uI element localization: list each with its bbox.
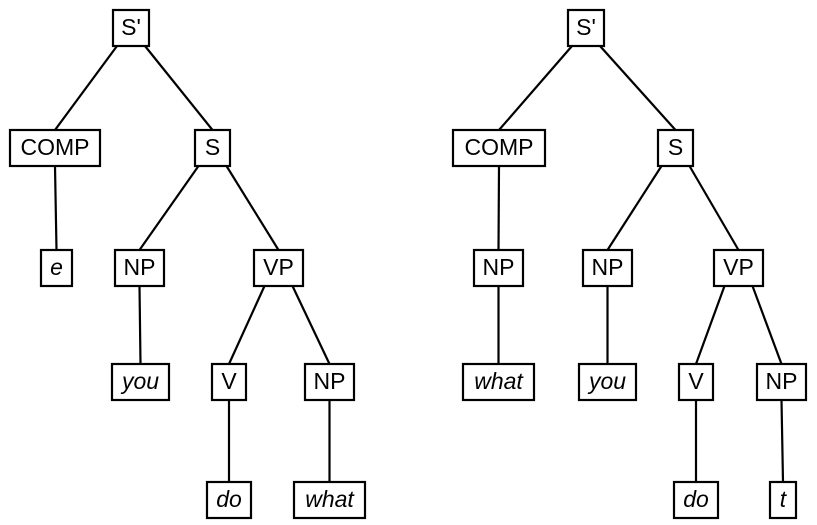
node-label: e: [50, 254, 63, 280]
node-box: [461, 362, 536, 402]
tree-node-np: NP: [472, 248, 525, 288]
node-label: do: [216, 486, 242, 512]
node-label: do: [683, 486, 709, 512]
node-label: NP: [592, 254, 624, 280]
tree-edge: [688, 165, 740, 251]
node-box: [768, 480, 798, 520]
surface-structure-tree-edges: [497, 45, 785, 483]
node-box: [39, 248, 74, 288]
tree-edge: [227, 285, 266, 365]
node-box: [193, 128, 232, 168]
node-label: V: [688, 368, 704, 394]
node-box: [113, 248, 166, 288]
node-label: S: [205, 134, 220, 160]
tree-node-you: you: [577, 362, 638, 402]
tree-node-t: t: [768, 480, 798, 520]
node-box: [472, 248, 525, 288]
node-box: [205, 480, 253, 520]
tree-edge: [291, 285, 331, 365]
tree-node-np: NP: [755, 362, 808, 402]
tree-node-do: do: [205, 480, 253, 520]
deep-structure-tree-edges: [53, 45, 331, 482]
tree-edge: [606, 165, 663, 251]
node-label: t: [780, 486, 788, 512]
tree-node-np: NP: [113, 248, 166, 288]
node-label: S': [576, 14, 596, 40]
tree-edge: [780, 399, 785, 483]
tree-node-comp: COMP: [451, 128, 547, 168]
node-label: you: [120, 368, 159, 394]
node-box: [755, 362, 808, 402]
tree-edge: [144, 45, 214, 131]
node-label: COMP: [21, 134, 90, 160]
node-box: [677, 362, 715, 402]
tree-node-vp: VP: [252, 248, 305, 288]
node-box: [656, 128, 695, 168]
node-label: S': [121, 14, 141, 40]
node-label: NP: [314, 368, 346, 394]
tree-node-do: do: [672, 480, 720, 520]
tree-node-v: V: [210, 362, 248, 402]
node-box: [111, 8, 151, 48]
tree-edge: [138, 285, 142, 365]
node-box: [110, 362, 171, 402]
tree-node-sbar: S': [111, 8, 151, 48]
tree-node-e: e: [39, 248, 74, 288]
node-label: VP: [723, 254, 754, 280]
node-label: VP: [263, 254, 294, 280]
tree-node-np: NP: [303, 362, 356, 402]
node-label: what: [305, 486, 355, 512]
node-box: [581, 248, 634, 288]
tree-edge: [138, 165, 200, 251]
node-label: what: [474, 368, 524, 394]
tree-edge: [751, 285, 783, 365]
node-box: [8, 128, 102, 168]
node-box: [292, 480, 367, 520]
tree-node-vp: VP: [712, 248, 765, 288]
tree-node-what: what: [461, 362, 536, 402]
tree-node-np: NP: [581, 248, 634, 288]
node-box: [303, 362, 356, 402]
edges-layer: [53, 45, 785, 483]
tree-edge: [225, 165, 280, 251]
node-box: [577, 362, 638, 402]
node-box: [712, 248, 765, 288]
tree-node-comp: COMP: [8, 128, 102, 168]
tree-edge: [599, 45, 677, 131]
tree-node-sbar: S': [566, 8, 606, 48]
tree-edge: [53, 165, 58, 251]
tree-edge: [54, 45, 118, 131]
tree-node-what: what: [292, 480, 367, 520]
node-label: V: [221, 368, 237, 394]
node-box: [672, 480, 720, 520]
node-box: [252, 248, 305, 288]
node-box: [451, 128, 547, 168]
node-label: you: [587, 368, 626, 394]
node-label: S: [668, 134, 683, 160]
surface-structure-tree-nodes: S' COMP S NP NP VP what you V NP do t: [451, 8, 808, 520]
tree-edge: [498, 45, 573, 131]
node-box: [210, 362, 248, 402]
tree-node-s: S: [656, 128, 695, 168]
tree-edge: [497, 165, 501, 251]
node-label: COMP: [465, 134, 534, 160]
tree-edge: [694, 285, 726, 365]
tree-node-v: V: [677, 362, 715, 402]
node-box: [566, 8, 606, 48]
tree-node-s: S: [193, 128, 232, 168]
node-label: NP: [124, 254, 156, 280]
tree-node-you: you: [110, 362, 171, 402]
node-label: NP: [483, 254, 515, 280]
node-label: NP: [766, 368, 798, 394]
